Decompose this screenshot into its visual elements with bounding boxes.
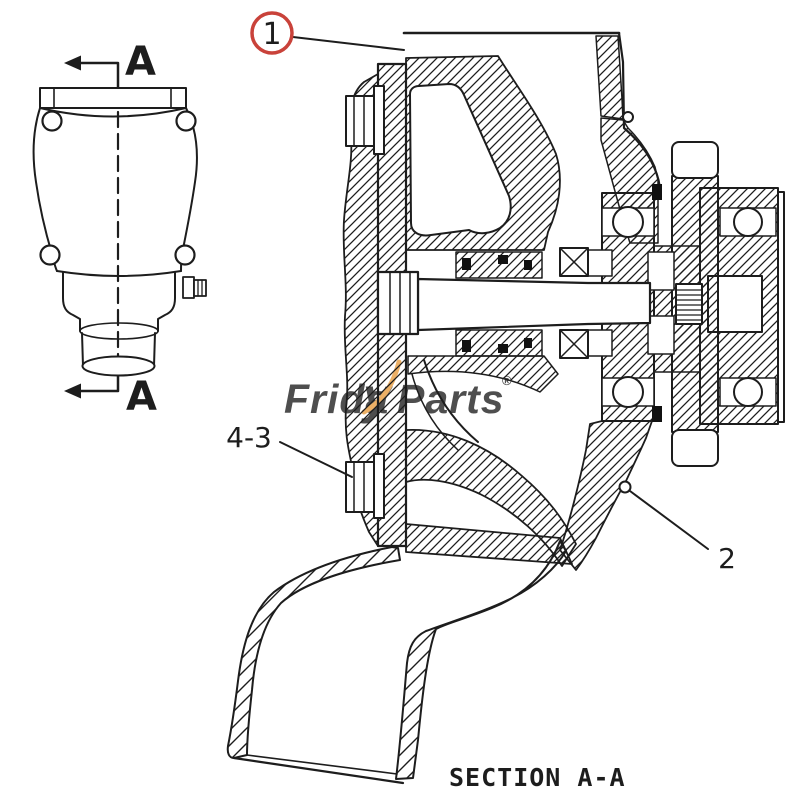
hex-bolt-bottom bbox=[345, 453, 385, 519]
impeller-vane-channel bbox=[409, 83, 512, 237]
bearing-ball bbox=[733, 377, 763, 407]
pulley-flange-top bbox=[671, 141, 719, 179]
side-plug bbox=[182, 276, 207, 299]
callout-1-circle bbox=[250, 11, 294, 55]
outlet-elbow bbox=[226, 540, 567, 785]
casing-lower-right-wall bbox=[559, 420, 653, 571]
seal-mark bbox=[652, 406, 662, 422]
side-view-outlet bbox=[62, 271, 176, 377]
housing-right-wall bbox=[595, 35, 624, 120]
slinger-seal-top bbox=[559, 247, 589, 277]
impeller-shroud-curve bbox=[423, 359, 479, 443]
slinger-seal-bottom bbox=[559, 329, 589, 359]
callout-2-label: 2 bbox=[718, 542, 736, 575]
end-plate bbox=[777, 191, 785, 423]
leader-line-4-3 bbox=[279, 441, 353, 478]
shaft-assembly bbox=[376, 247, 652, 359]
impeller-hub bbox=[376, 270, 420, 336]
section-arrow-top: A bbox=[64, 39, 156, 92]
bolt-hole bbox=[175, 110, 197, 132]
callout-4-3-label: 4-3 bbox=[226, 421, 272, 454]
callout-1-label: 1 bbox=[262, 17, 281, 52]
outlet-opening-lip bbox=[232, 756, 405, 785]
body-top-curve bbox=[39, 107, 187, 118]
section-letter-top: A bbox=[125, 39, 156, 85]
pulley-flange-bottom bbox=[671, 429, 719, 467]
arrowhead-icon bbox=[64, 383, 81, 399]
drive-shaft bbox=[416, 277, 652, 332]
pump-side-view: A A bbox=[32, 39, 207, 420]
shaft-spacer bbox=[585, 329, 613, 357]
leader-line-1 bbox=[292, 36, 405, 51]
section-letter-bottom: A bbox=[126, 374, 157, 420]
mechanical-seal-top bbox=[455, 251, 543, 279]
bolt-hole bbox=[39, 244, 61, 266]
hex-bolt-top bbox=[345, 85, 385, 155]
bearing-assembly bbox=[601, 141, 785, 467]
callouts: 1 4-3 2 bbox=[226, 11, 736, 575]
outlet-opening-lip-inner bbox=[246, 754, 398, 775]
leader-line-2 bbox=[629, 490, 709, 550]
bearing-ball bbox=[733, 207, 763, 237]
casting-boss-detail bbox=[622, 111, 634, 123]
bolt-hole bbox=[174, 244, 196, 266]
mechanical-seal-bottom bbox=[455, 329, 543, 357]
shaft-spacer bbox=[585, 249, 613, 277]
hub-step-block bbox=[647, 315, 675, 355]
item-2-boss-detail bbox=[618, 480, 632, 494]
section-caption: SECTION A-A bbox=[449, 763, 626, 792]
outlet-elbow-left-wall bbox=[226, 546, 401, 759]
pump-cross-section bbox=[226, 31, 785, 785]
bearing-ball bbox=[612, 376, 644, 408]
section-arrow-bottom: A bbox=[64, 364, 157, 420]
watermark-registered-mark: ® bbox=[502, 373, 512, 388]
hub-step-block bbox=[647, 251, 675, 291]
side-view-flange-plate bbox=[39, 87, 187, 109]
watermark-text-parts: Parts bbox=[397, 376, 505, 422]
splined-shaft-end bbox=[675, 283, 703, 325]
seal-mark bbox=[652, 184, 662, 200]
outlet-elbow-right-wall bbox=[395, 540, 567, 780]
bolt-hole bbox=[41, 110, 63, 132]
bearing-ball bbox=[612, 206, 644, 238]
arrowhead-icon bbox=[64, 55, 81, 71]
lower-hub-wall bbox=[407, 355, 559, 393]
